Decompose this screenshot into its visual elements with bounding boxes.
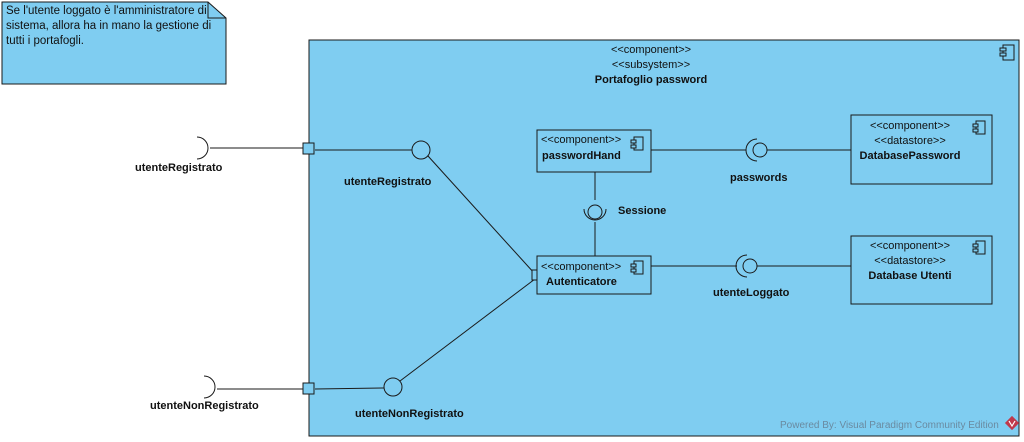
db-utenti-stereotype-component: <<component>> xyxy=(869,240,951,252)
interface-ball-sessione[interactable] xyxy=(587,204,603,220)
password-hand-name: passwordHand xyxy=(542,150,621,162)
password-hand-stereotype: <<component>> xyxy=(541,134,622,146)
subsystem-stereotype-component: <<component>> xyxy=(610,44,692,56)
socket-utente-registrato[interactable] xyxy=(196,136,209,160)
component-icon xyxy=(999,44,1015,61)
subsystem-title: Portafoglio password xyxy=(594,74,708,86)
label-outer-utente-registrato: utenteRegistrato xyxy=(135,162,223,174)
db-password-name: DatabasePassword xyxy=(859,150,961,162)
component-database-utenti[interactable] xyxy=(850,235,993,305)
subsystem-stereotype-subsystem: <<subsystem>> xyxy=(611,59,691,71)
interface-ball-non-registrato[interactable] xyxy=(383,377,403,397)
note-shape[interactable] xyxy=(1,1,227,85)
component-password-hand[interactable] xyxy=(536,129,652,173)
db-password-stereotype-datastore: <<datastore>> xyxy=(874,135,946,147)
watermark-text: Powered By: Visual Paradigm Community Ed… xyxy=(780,420,999,431)
socket-utente-non-registrato[interactable] xyxy=(203,375,216,399)
autenticatore-stereotype: <<component>> xyxy=(541,261,622,273)
interface-socket-sessione xyxy=(583,208,607,221)
connector-lines xyxy=(210,147,851,390)
interface-ball-passwords[interactable] xyxy=(752,142,768,158)
db-password-stereotype-component: <<component>> xyxy=(869,120,951,132)
component-database-password[interactable] xyxy=(850,114,993,185)
note-text: Se l'utente loggato è l'amministratore d… xyxy=(6,5,212,47)
db-utenti-name: Database Utenti xyxy=(868,270,952,282)
autenticatore-name: Autenticatore xyxy=(546,276,617,288)
interface-socket-passwords xyxy=(745,138,758,162)
label-inner-utente-non-registrato: utenteNonRegistrato xyxy=(355,408,464,420)
label-outer-utente-non-registrato: utenteNonRegistrato xyxy=(150,400,259,412)
label-passwords: passwords xyxy=(730,172,788,184)
label-sessione: Sessione xyxy=(618,205,667,217)
db-utenti-stereotype-datastore: <<datastore>> xyxy=(874,255,946,267)
label-utente-loggato: utenteLoggato xyxy=(713,287,790,299)
visual-paradigm-logo-icon xyxy=(1004,415,1020,431)
interface-ball-registrato[interactable] xyxy=(411,140,431,160)
interface-socket-loggato xyxy=(735,254,748,278)
note-fold xyxy=(207,2,226,19)
interface-ball-loggato[interactable] xyxy=(742,258,758,274)
port-non-registrato[interactable] xyxy=(302,382,315,395)
label-inner-utente-registrato: utenteRegistrato xyxy=(344,176,432,188)
component-autenticatore[interactable] xyxy=(536,255,652,295)
port-registrato[interactable] xyxy=(302,142,315,155)
